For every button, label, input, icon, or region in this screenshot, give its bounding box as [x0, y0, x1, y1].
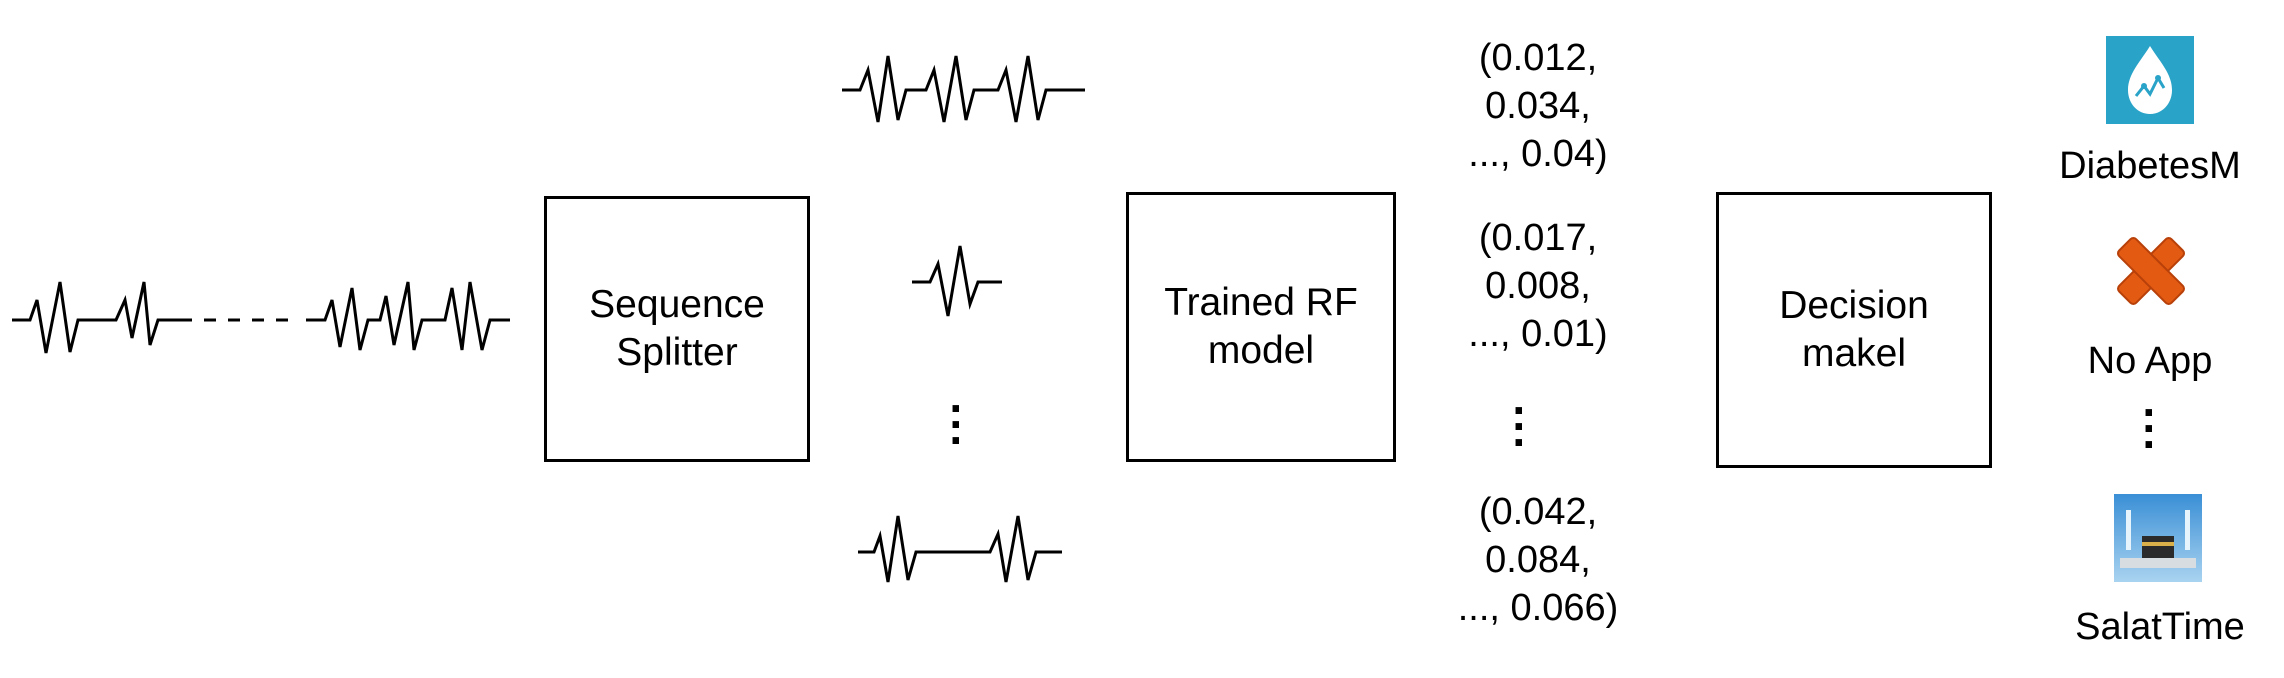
- app-label-salattime: SalatTime: [2075, 606, 2245, 648]
- probability-vector-1: (0.012, 0.034, ..., 0.04): [1468, 37, 1608, 175]
- rf-model-label-line1: Trained RF: [1164, 281, 1358, 324]
- app-label-no-app: No App: [2087, 340, 2213, 382]
- probability-vector-2: (0.017, 0.008, ..., 0.01): [1468, 217, 1608, 355]
- diabetes-m-icon: [2106, 36, 2194, 124]
- decision-label-line1: Decision: [1779, 284, 1929, 327]
- probabilities-ellipsis: ···: [1512, 384, 1528, 468]
- apps-ellipsis: ···: [2142, 386, 2158, 470]
- segment-2-signal: [912, 245, 1002, 317]
- rf-model-label-line2: model: [1207, 329, 1315, 372]
- salat-time-icon: [2114, 494, 2202, 582]
- rf-model-box: Trained RF model: [1126, 192, 1396, 462]
- segment-1-signal: [842, 55, 1085, 123]
- splitter-label-line1: Sequence: [589, 283, 765, 326]
- decision-label-line2: makel: [1801, 332, 1907, 375]
- segments-ellipsis: ···: [949, 382, 965, 466]
- close-icon: [2117, 237, 2185, 305]
- segment-n-signal: [858, 515, 1062, 583]
- splitter-label-line2: Splitter: [616, 331, 738, 374]
- app-label-diabetesm: DiabetesM: [2059, 145, 2241, 187]
- probability-vector-n: (0.042, 0.084, ..., 0.066): [1457, 491, 1619, 629]
- input-signal: [12, 281, 510, 354]
- decision-maker-box: Decision makel: [1716, 192, 1992, 468]
- sequence-splitter-box: Sequence Splitter: [544, 196, 810, 462]
